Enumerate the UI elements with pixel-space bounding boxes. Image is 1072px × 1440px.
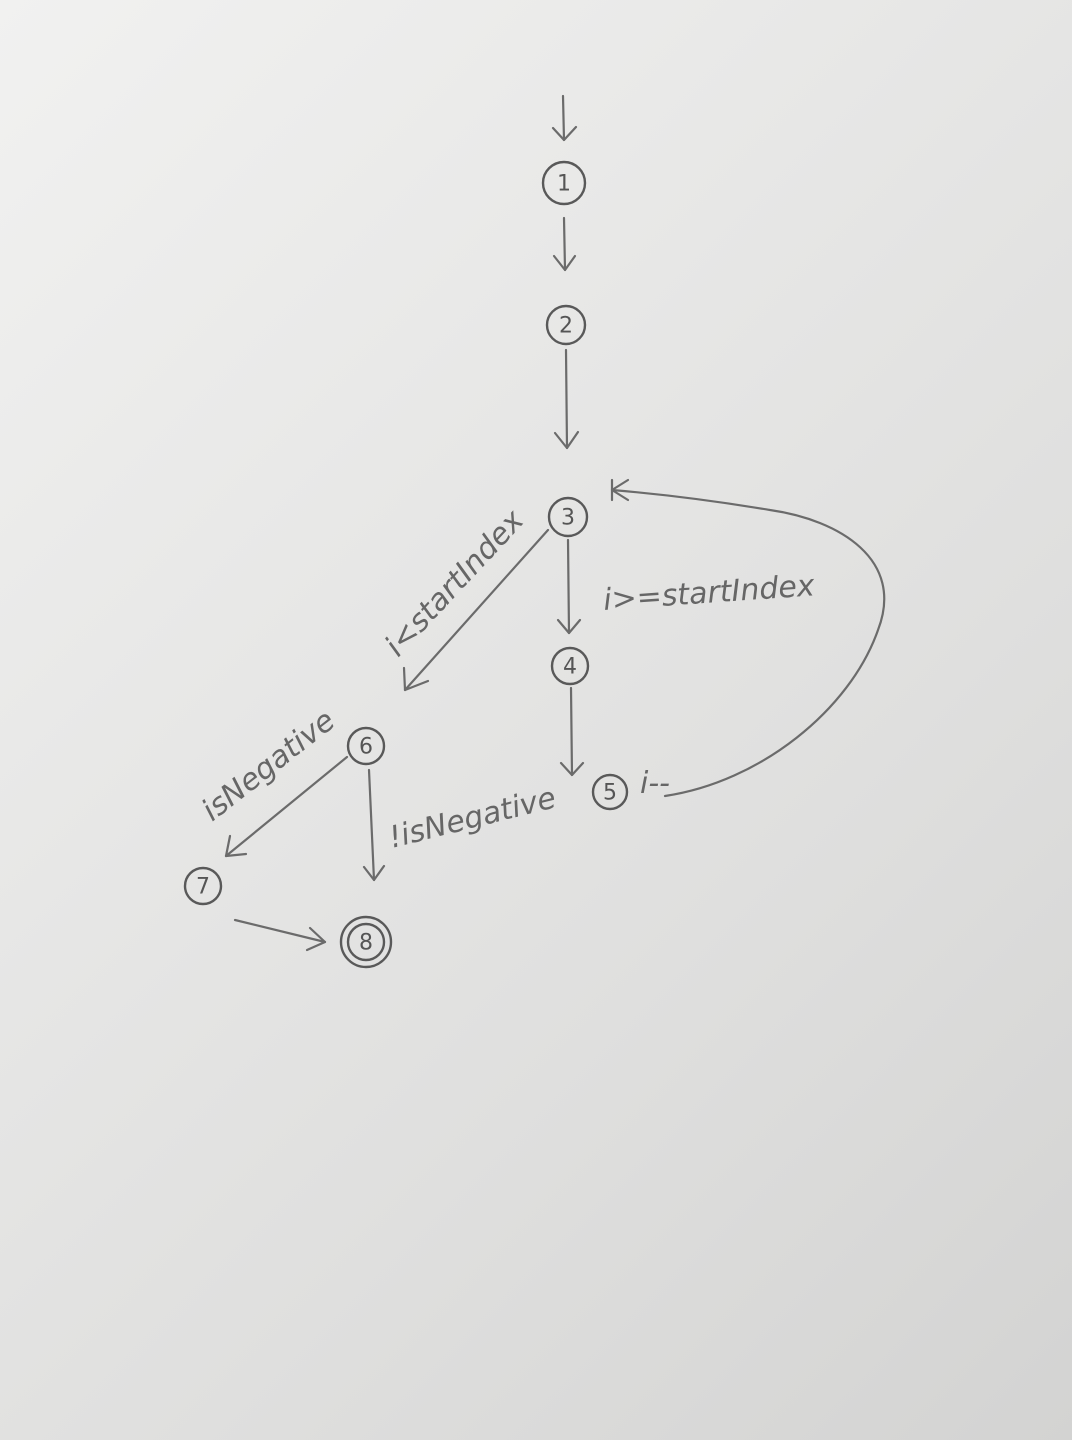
node-8-label: 8: [359, 931, 373, 956]
node-3: 3: [547, 496, 589, 538]
node-5-label: 5: [603, 781, 617, 806]
node-1: 1: [541, 160, 587, 206]
edge-label-6-to-8: !isNegative: [385, 781, 559, 856]
edge-label-5-to-3: i--: [640, 766, 670, 801]
node-2-label: 2: [559, 314, 573, 339]
edge-2-to-3: [553, 348, 580, 450]
edge-4-to-5: [559, 686, 585, 777]
edge-1-to-2: [552, 216, 577, 272]
node-4-label: 4: [563, 655, 577, 680]
edge-3-to-6: [402, 528, 550, 692]
edge-3-to-4: [556, 538, 582, 635]
edge-label-3-to-4: i>=startIndex: [602, 568, 816, 618]
edge-label-3-to-6: i<startIndex: [378, 503, 531, 663]
edge-6-to-7: [224, 755, 349, 858]
node-4: 4: [550, 646, 590, 686]
node-1-label: 1: [557, 172, 571, 197]
node-7: 7: [183, 866, 223, 906]
edge-5-to-3-loop: [610, 478, 886, 798]
node-7-label: 7: [196, 875, 210, 900]
edge-7-to-8: [233, 918, 327, 952]
node-6: 6: [346, 726, 386, 766]
node-2: 2: [545, 304, 587, 346]
node-5: 5: [591, 773, 629, 811]
node-8-final: 8: [339, 915, 393, 969]
edge-6-to-8: [362, 768, 386, 882]
node-3-label: 3: [561, 506, 575, 531]
edge-label-6-to-7: isNegative: [195, 703, 342, 828]
edge-start-to-1: [551, 94, 578, 142]
node-6-label: 6: [359, 735, 373, 760]
